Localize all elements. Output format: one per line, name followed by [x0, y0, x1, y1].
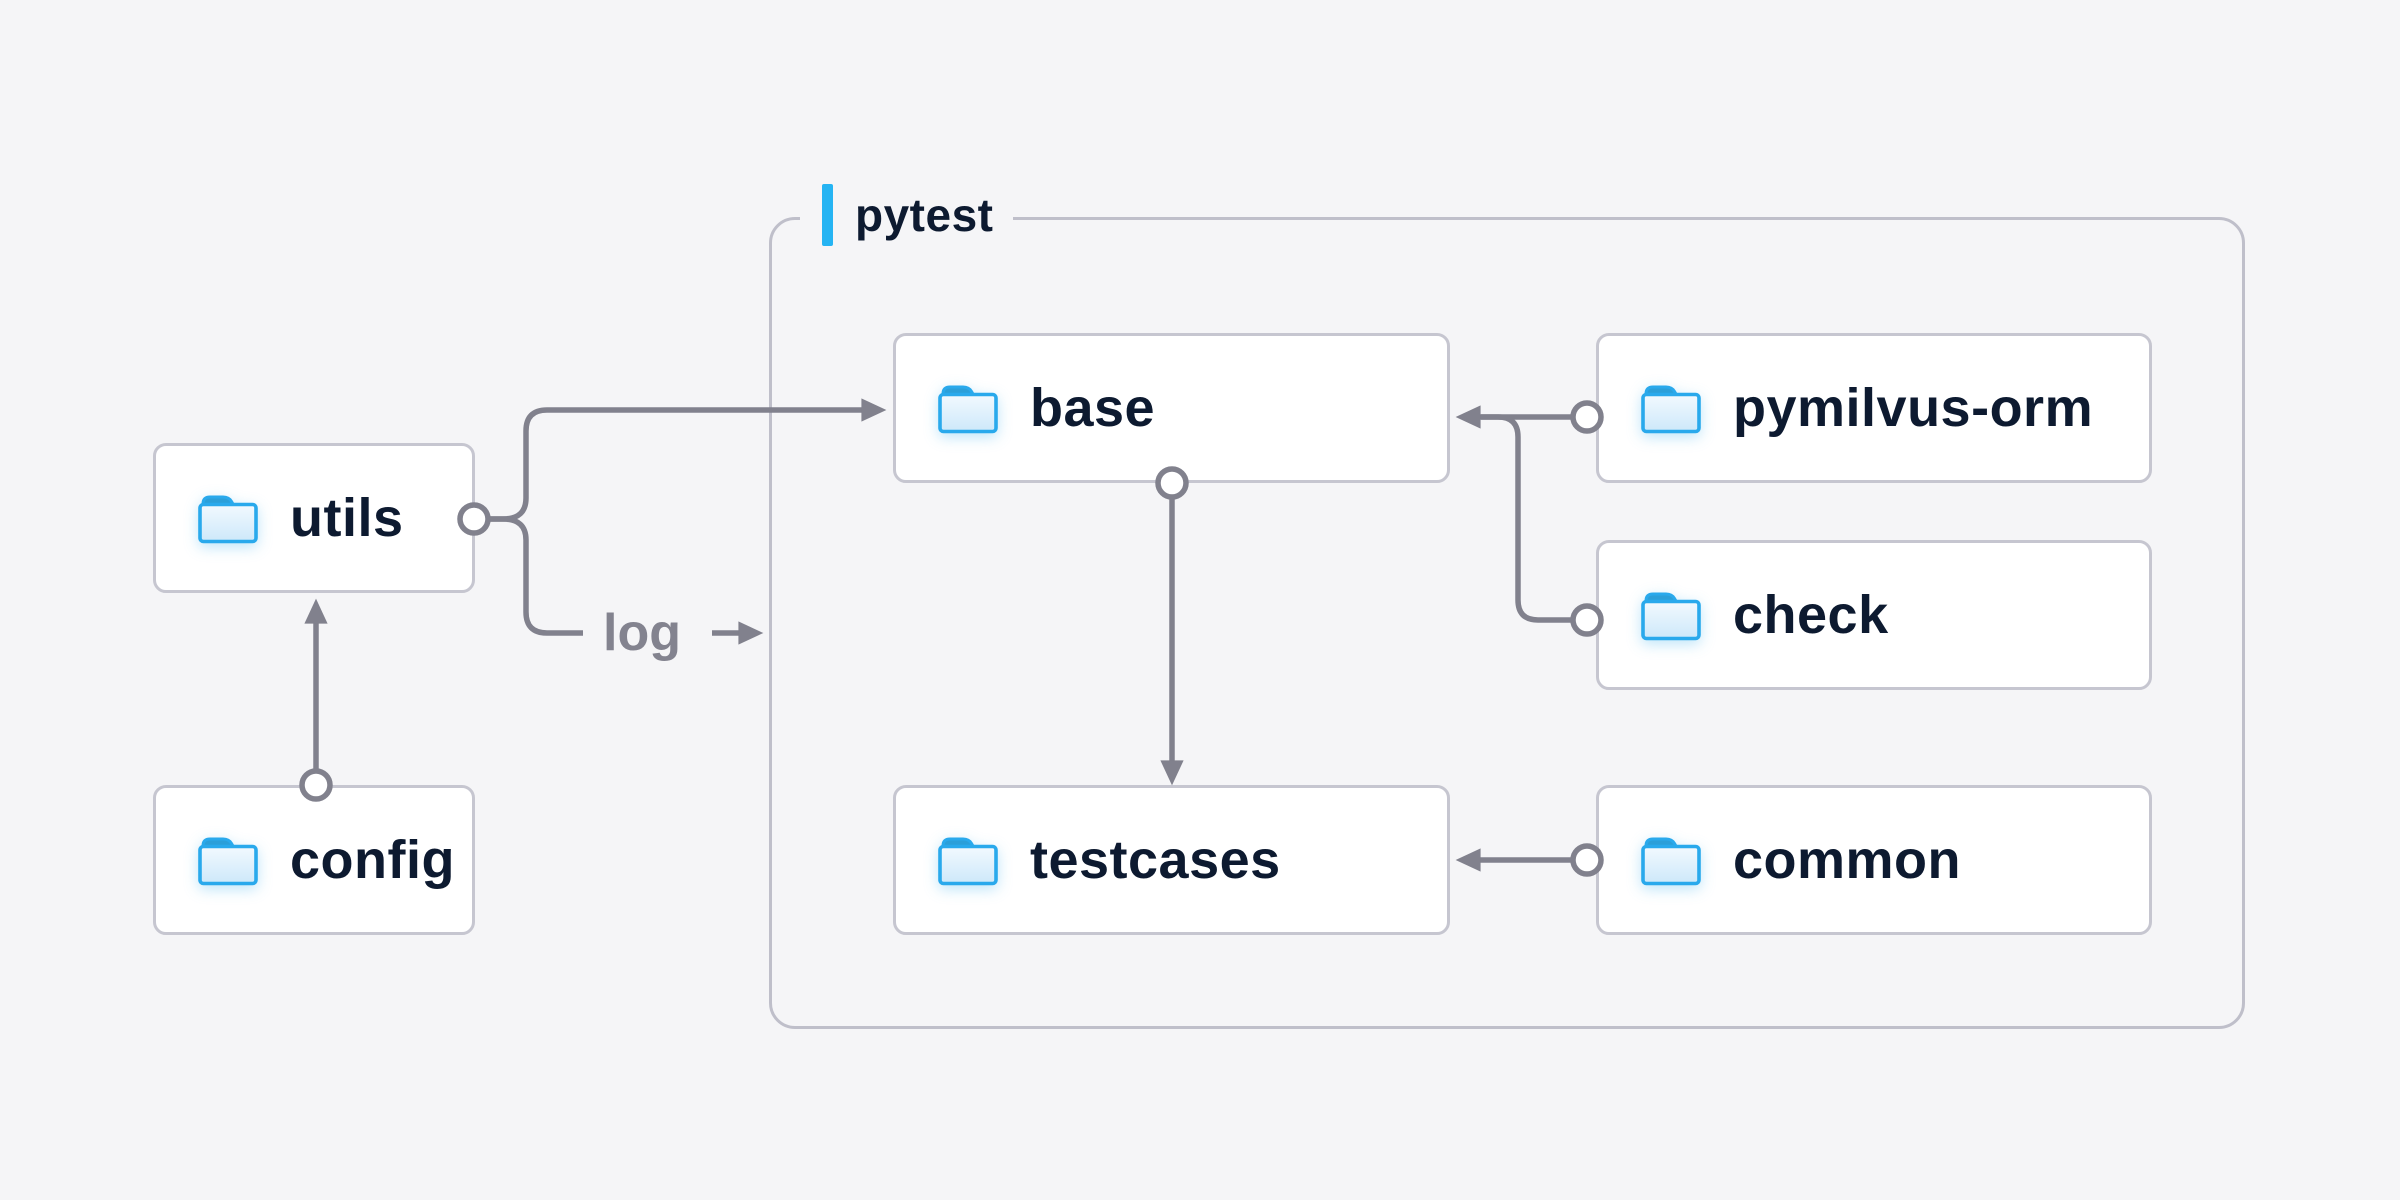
pytest-group-label: pytest	[800, 183, 1014, 247]
folder-icon	[1641, 837, 1701, 886]
node-testcases: testcases	[893, 785, 1450, 935]
node-common: common	[1596, 785, 2152, 935]
folder-icon	[198, 495, 258, 544]
folder-icon	[938, 837, 998, 886]
folder-icon	[198, 837, 258, 886]
node-label: utils	[290, 488, 404, 548]
folder-icon	[1641, 385, 1701, 434]
node-label: common	[1733, 830, 1962, 890]
node-base: base	[893, 333, 1450, 483]
folder-icon	[1641, 592, 1701, 641]
node-pymilvus-orm: pymilvus-orm	[1596, 333, 2152, 483]
pytest-group-container	[769, 217, 2245, 1029]
node-label: check	[1733, 585, 1889, 645]
folder-icon	[938, 385, 998, 434]
node-label: config	[290, 830, 455, 890]
accent-bar	[822, 184, 833, 246]
node-check: check	[1596, 540, 2152, 690]
group-title: pytest	[855, 189, 994, 241]
node-label: testcases	[1030, 830, 1281, 890]
node-config: config	[153, 785, 475, 935]
node-label: pymilvus-orm	[1733, 378, 2094, 438]
edge-label-log: log	[603, 604, 681, 662]
node-label: base	[1030, 378, 1156, 438]
edge-utils-log	[488, 516, 583, 636]
node-utils: utils	[153, 443, 475, 593]
